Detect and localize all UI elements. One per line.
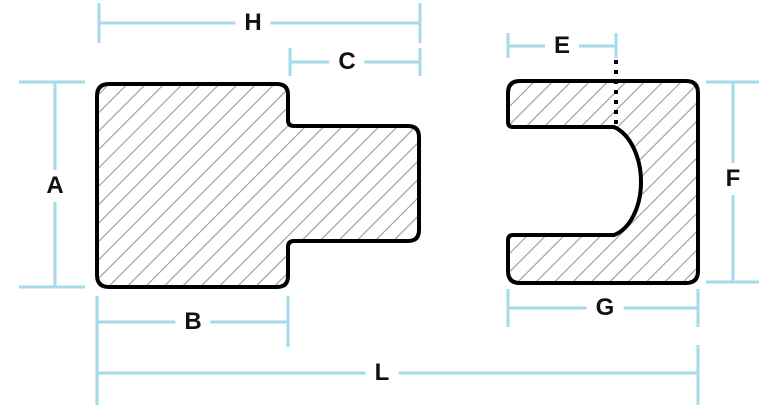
dim-label-G: G [586, 292, 624, 324]
dim-label-F: F [716, 163, 750, 195]
plug-cross-section [95, 82, 421, 289]
dim-label-E: E [544, 30, 580, 62]
dim-label-C: C [329, 46, 365, 78]
dim-label-L: L [365, 357, 399, 389]
dim-label-B: B [175, 306, 211, 338]
dim-label-A: A [37, 170, 73, 202]
dim-label-H: H [235, 7, 271, 39]
socket-cross-section [506, 79, 700, 285]
